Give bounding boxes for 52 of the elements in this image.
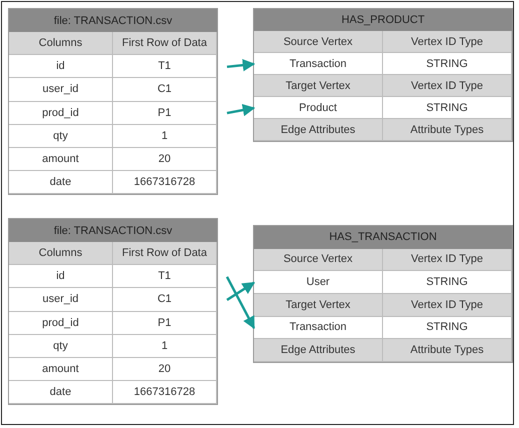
table-cell: 20 [113,358,217,381]
table-header: file: TRANSACTION.csv [9,9,217,32]
table-cell: date [9,170,113,194]
table-cell: Vertex ID Type [383,248,512,272]
table-cell: prod_id [9,312,113,335]
arrow [226,276,256,330]
table-cell: P1 [113,312,217,335]
table-cell: Columns [9,242,113,266]
table-cell: Attribute Types [383,119,512,141]
table-cell: user_id [9,78,113,102]
table-cell: prod_id [9,102,113,125]
arrow [226,58,256,72]
table-cell: First Row of Data [113,242,217,266]
table-cell: Attribute Types [383,339,512,362]
table-cell: Target Vertex [254,75,383,97]
table-cell: Target Vertex [254,294,383,317]
table-cell: 1 [113,124,217,148]
arrow [226,282,256,301]
table-cell: Columns [9,32,113,56]
arrow [226,104,256,116]
table-cell: qty [9,334,113,358]
table-cell: Edge Attributes [254,119,383,141]
table-header: HAS_PRODUCT [254,9,512,31]
table-cell: user_id [9,288,113,312]
table-cell: Source Vertex [254,248,383,272]
table [253,8,513,142]
table-cell: 20 [113,148,217,171]
table-cell: Vertex ID Type [383,31,512,53]
table-header: file: TRANSACTION.csv [9,219,217,242]
table-header: HAS_TRANSACTION [254,226,512,249]
table-cell: First Row of Data [113,32,217,56]
table-cell: T1 [113,55,217,78]
table-cell: Vertex ID Type [383,294,512,317]
table-cell: 1 [113,334,217,358]
table-cell: qty [9,124,113,148]
table-cell: C1 [113,78,217,102]
table [253,225,513,363]
table-cell: T1 [113,265,217,288]
table-cell: 1667316728 [113,380,217,404]
table-cell: Vertex ID Type [383,75,512,97]
table-cell: amount [9,148,113,171]
table-cell: 1667316728 [113,170,217,194]
table-cell: Source Vertex [254,31,383,53]
table [8,218,218,405]
table-cell: Edge Attributes [254,339,383,362]
table-cell: id [9,265,113,288]
table-cell: date [9,380,113,404]
table-cell: P1 [113,102,217,125]
table-cell: C1 [113,288,217,312]
table-cell: id [9,55,113,78]
table-cell: amount [9,358,113,381]
table [8,8,218,195]
